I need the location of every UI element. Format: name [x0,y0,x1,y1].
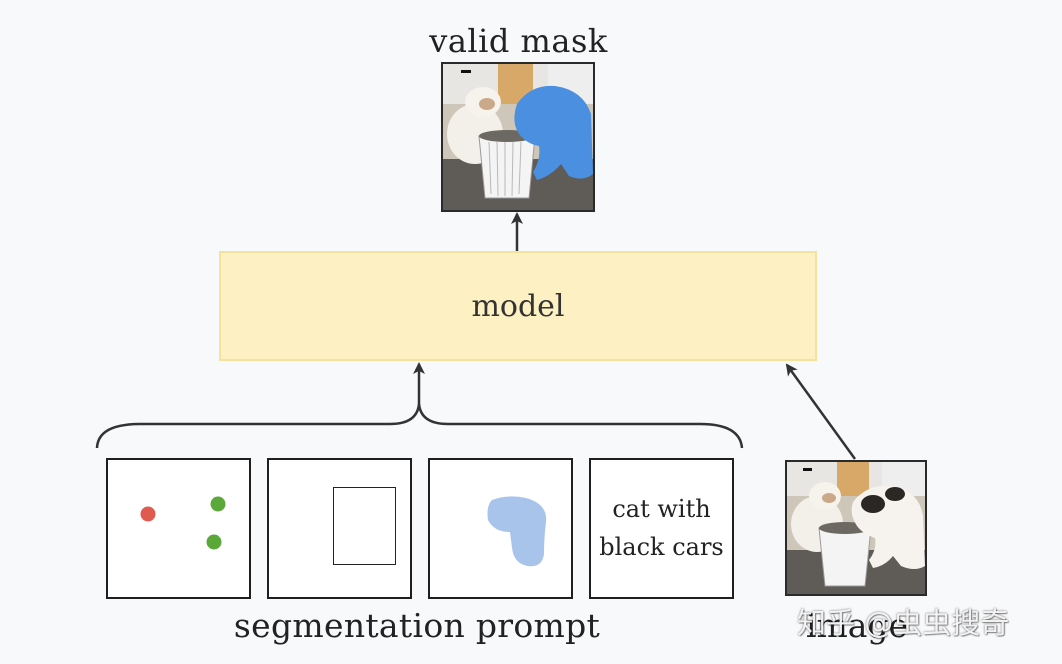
box-prompt-box [267,458,412,599]
watermark: 知乎 @虫虫搜奇 [797,606,1010,640]
input-photo-illustration [787,462,925,594]
text-prompt: cat with black cars [599,495,724,561]
image-label: image [805,606,909,645]
positive-point [206,534,222,550]
mask-prompt-illustration [487,496,547,567]
model-box: model [219,251,817,361]
bounding-box-prompt [333,487,396,565]
segmentation-prompt-label: segmentation prompt [233,606,601,645]
input-image [785,460,927,596]
model-label: model [471,288,565,324]
mask-blob [487,496,547,567]
arrow-image-to-model [785,363,857,460]
valid-mask-image [441,62,595,212]
negative-point [140,506,156,522]
valid-mask-title: valid mask [429,22,608,60]
positive-point [210,496,226,512]
valid-mask-photo-illustration [443,64,593,210]
prompt-brace [95,403,744,449]
text-prompt-box: cat with black cars [589,458,734,599]
mask-prompt-box [428,458,573,599]
point-prompt-illustration [140,496,226,550]
point-prompt-box [106,458,251,599]
